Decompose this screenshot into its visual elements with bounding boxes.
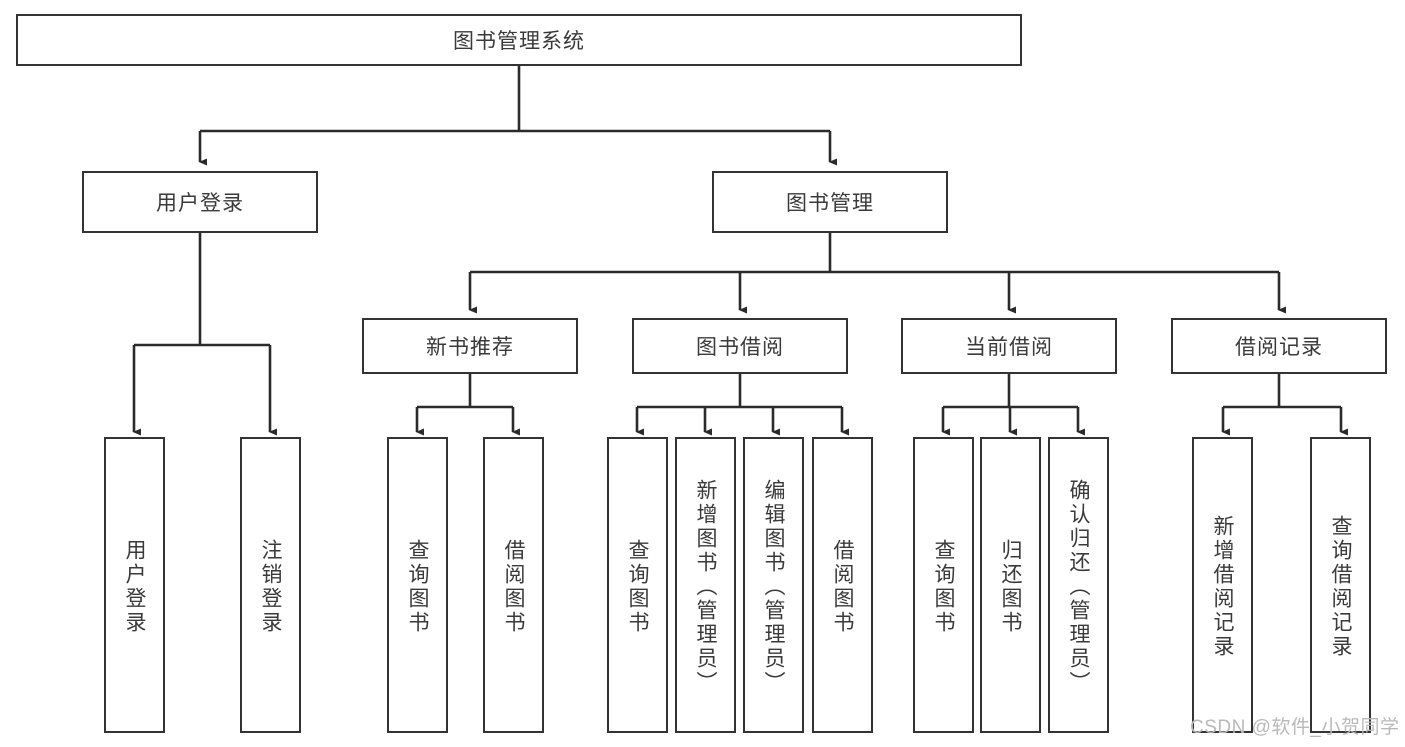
leaf-current-confirm-return-admin[interactable]: 确认归还（管理员）: [1048, 437, 1109, 733]
node-label: 当前借阅: [965, 336, 1053, 359]
node-label: 借阅记录: [1235, 336, 1323, 359]
node-label: 用户登录: [156, 192, 244, 215]
node-label: 查询图书: [932, 539, 955, 635]
leaf-record-add-record[interactable]: 新增借阅记录: [1192, 437, 1253, 733]
node-book-borrow[interactable]: 图书借阅: [632, 318, 848, 374]
node-new-book-recommend[interactable]: 新书推荐: [362, 318, 578, 374]
leaf-user-login[interactable]: 用户登录: [104, 437, 165, 733]
node-book-management[interactable]: 图书管理: [712, 171, 948, 233]
leaf-borrow-query-book[interactable]: 查询图书: [607, 437, 668, 733]
node-label: 注销登录: [259, 539, 282, 635]
node-label: 查询图书: [626, 539, 649, 635]
leaf-borrow-add-book-admin[interactable]: 新增图书（管理员）: [675, 437, 736, 733]
leaf-borrow-borrow-book[interactable]: 借阅图书: [812, 437, 873, 733]
node-label: 新书推荐: [426, 336, 514, 359]
node-root-system[interactable]: 图书管理系统: [16, 14, 1022, 66]
leaf-borrow-edit-book-admin[interactable]: 编辑图书（管理员）: [743, 437, 804, 733]
node-label: 查询借阅记录: [1329, 515, 1352, 659]
leaf-record-query-record[interactable]: 查询借阅记录: [1310, 437, 1371, 733]
node-borrow-record[interactable]: 借阅记录: [1171, 318, 1387, 374]
node-label: 新增图书（管理员）: [694, 479, 717, 695]
leaf-recommend-query-book[interactable]: 查询图书: [387, 437, 448, 733]
node-current-borrow[interactable]: 当前借阅: [901, 318, 1117, 374]
node-user-login[interactable]: 用户登录: [82, 171, 318, 233]
node-label: 图书管理: [786, 192, 874, 215]
node-label: 图书借阅: [696, 336, 784, 359]
node-label: 用户登录: [123, 539, 146, 635]
leaf-recommend-borrow-book[interactable]: 借阅图书: [483, 437, 544, 733]
node-label: 确认归还（管理员）: [1067, 479, 1090, 695]
leaf-current-return-book[interactable]: 归还图书: [980, 437, 1041, 733]
node-label: 新增借阅记录: [1211, 515, 1234, 659]
node-label: 查询图书: [406, 539, 429, 635]
leaf-user-logout[interactable]: 注销登录: [240, 437, 301, 733]
node-label: 借阅图书: [831, 539, 854, 635]
node-label: 借阅图书: [502, 539, 525, 635]
node-label: 图书管理系统: [453, 30, 585, 53]
node-label: 归还图书: [999, 539, 1022, 635]
node-label: 编辑图书（管理员）: [762, 479, 785, 695]
leaf-current-query-book[interactable]: 查询图书: [913, 437, 974, 733]
watermark: CSDN @软件_小贺同学: [1190, 717, 1400, 738]
